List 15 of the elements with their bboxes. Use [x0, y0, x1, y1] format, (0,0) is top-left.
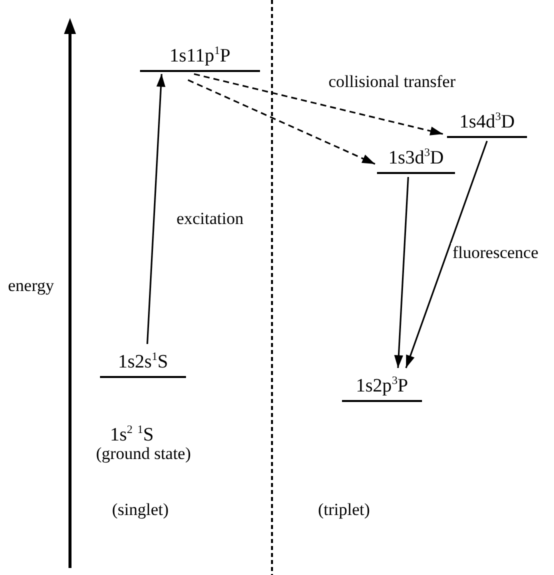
energy-level-label: 1s2s$^{1}$S: [100, 346, 186, 378]
energy-level-label: 1s3d$^{3}$D: [377, 142, 455, 174]
energy-level-label: 1s11p$^{1}$P: [140, 40, 260, 72]
energy-level-label: 1s4d$^{3}$D: [447, 106, 527, 138]
text-label: (triplet): [318, 500, 370, 520]
text-label: energy: [8, 276, 54, 296]
dashed-arrow: [194, 73, 444, 136]
text-label: (ground state): [96, 444, 191, 464]
state-label: 1s$^{2}$ $^{1}$S: [110, 423, 154, 446]
arrow: [405, 140, 488, 368]
dashed-arrow: [188, 79, 376, 165]
arrow: [394, 176, 409, 368]
energy-level-label: 1s2p$^{3}$P: [342, 370, 422, 402]
text-label: (singlet): [112, 500, 169, 520]
arrow: [146, 74, 166, 344]
